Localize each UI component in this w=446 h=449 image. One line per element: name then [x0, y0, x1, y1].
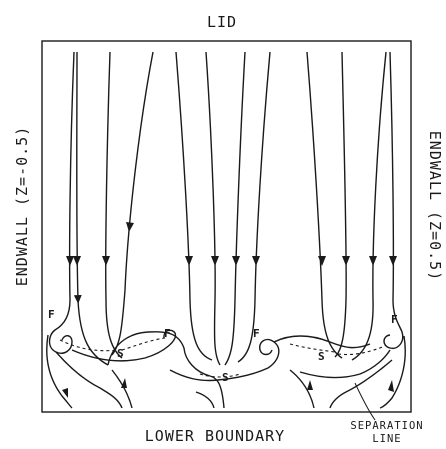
arrow [211, 256, 219, 266]
middle-lower-streamline [196, 392, 214, 408]
left-saddle-lower [112, 370, 132, 408]
lower-boundary-label: LOWER BOUNDARY [145, 427, 285, 445]
arrow [73, 256, 81, 266]
streamline [106, 52, 122, 358]
arrow [318, 256, 326, 266]
arrow [126, 222, 134, 232]
right-endwall-streamline [380, 336, 405, 408]
streamline [112, 52, 153, 355]
right-focus-vortex [384, 52, 403, 348]
streamline [225, 52, 245, 365]
arrow [102, 256, 110, 266]
right-dashed-line [290, 344, 335, 352]
streamline [352, 52, 386, 360]
arrow [369, 256, 377, 266]
middle-saddle-separatrix [170, 368, 268, 381]
arrow [232, 256, 240, 266]
lid-label: LID [207, 13, 237, 31]
focus-label-mid-left: F [164, 327, 171, 340]
middle-right-focus-vortex [260, 340, 279, 368]
arrow [185, 256, 193, 266]
right-lower-streamline [330, 360, 392, 408]
arrow [389, 256, 397, 266]
endwall-right-label: ENDWALL (Z=0.5) [426, 131, 444, 281]
left-dashed-line [60, 340, 118, 351]
streamline [307, 52, 342, 358]
arrow [66, 256, 74, 266]
domain-box [42, 41, 411, 412]
arrow [252, 256, 260, 266]
arrow [342, 256, 350, 266]
focus-label-right: F [391, 313, 398, 326]
separation-line-label-2: LINE [372, 433, 401, 445]
right-saddle-separatrix [274, 336, 370, 348]
left-dashed-line-2 [122, 338, 165, 350]
arrow [307, 380, 313, 390]
arrow [388, 380, 394, 392]
endwall-left-label: ENDWALL (Z=-0.5) [13, 126, 31, 287]
saddle-label-left: S [117, 347, 124, 360]
saddle-label-middle: S [222, 371, 229, 384]
streamline [206, 52, 220, 365]
separation-line-label-1: SEPARATION [350, 420, 423, 432]
separation-leader-line [355, 383, 375, 420]
saddle-label-right: S [318, 350, 325, 363]
streamline [335, 52, 346, 357]
streamline [176, 52, 212, 360]
focus-label-mid-right: F [253, 327, 260, 340]
flow-arrows [62, 222, 397, 398]
streamline [77, 52, 108, 365]
focus-label-left: F [48, 308, 55, 321]
